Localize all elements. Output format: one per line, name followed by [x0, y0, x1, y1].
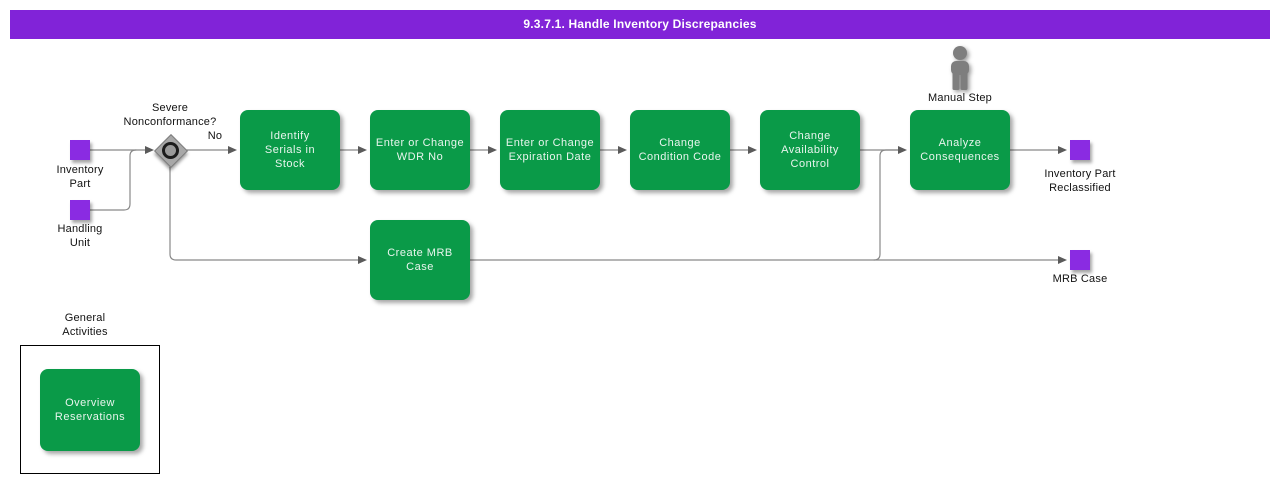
- activity-label: Identify Serials in Stock: [264, 129, 316, 171]
- manual-step-label: Manual Step: [928, 92, 992, 104]
- activity-label: Enter or Change Expiration Date: [505, 136, 595, 163]
- activity-change-condition-code[interactable]: Change Condition Code: [630, 110, 730, 190]
- general-activities-label: General Activities: [62, 312, 108, 338]
- manual-step-person-icon: [951, 46, 969, 90]
- event-mrb-case-label: MRB Case: [1052, 273, 1108, 285]
- activity-enter-or-change-expiration-date[interactable]: Enter or Change Expiration Date: [500, 110, 600, 190]
- activity-label: Overview Reservations: [54, 396, 126, 423]
- event-inventory-part-reclassified-label: Inventory Part Reclassified: [1044, 168, 1116, 194]
- activity-label: Analyze Consequences: [920, 136, 1000, 163]
- activity-label: Change Condition Code: [638, 136, 722, 163]
- event-inventory-part-label: Inventory Part: [56, 164, 104, 190]
- page-title: 9.3.7.1. Handle Inventory Discrepancies: [523, 17, 757, 31]
- title-bar: 9.3.7.1. Handle Inventory Discrepancies: [10, 10, 1270, 39]
- decision-branch-no-label: No: [207, 130, 223, 142]
- activity-create-mrb-case[interactable]: Create MRB Case: [370, 220, 470, 300]
- arrowhead-icons: [145, 146, 1067, 264]
- activity-overview-reservations[interactable]: Overview Reservations: [40, 369, 140, 451]
- event-mrb-case[interactable]: [1070, 250, 1090, 270]
- event-inventory-part[interactable]: [70, 140, 90, 160]
- activity-label: Create MRB Case: [387, 246, 453, 273]
- event-handling-unit[interactable]: [70, 200, 90, 220]
- event-inventory-part-reclassified[interactable]: [1070, 140, 1090, 160]
- activity-label: Change Availability Control: [781, 129, 839, 171]
- activity-label: Enter or Change WDR No: [375, 136, 465, 163]
- activity-enter-or-change-wdr-no[interactable]: Enter or Change WDR No: [370, 110, 470, 190]
- decision-label: Severe Nonconformance?: [123, 102, 217, 128]
- activity-change-availability-control[interactable]: Change Availability Control: [760, 110, 860, 190]
- event-handling-unit-label: Handling Unit: [57, 223, 103, 249]
- activity-identify-serials-in-stock[interactable]: Identify Serials in Stock: [240, 110, 340, 190]
- activity-analyze-consequences[interactable]: Analyze Consequences: [910, 110, 1010, 190]
